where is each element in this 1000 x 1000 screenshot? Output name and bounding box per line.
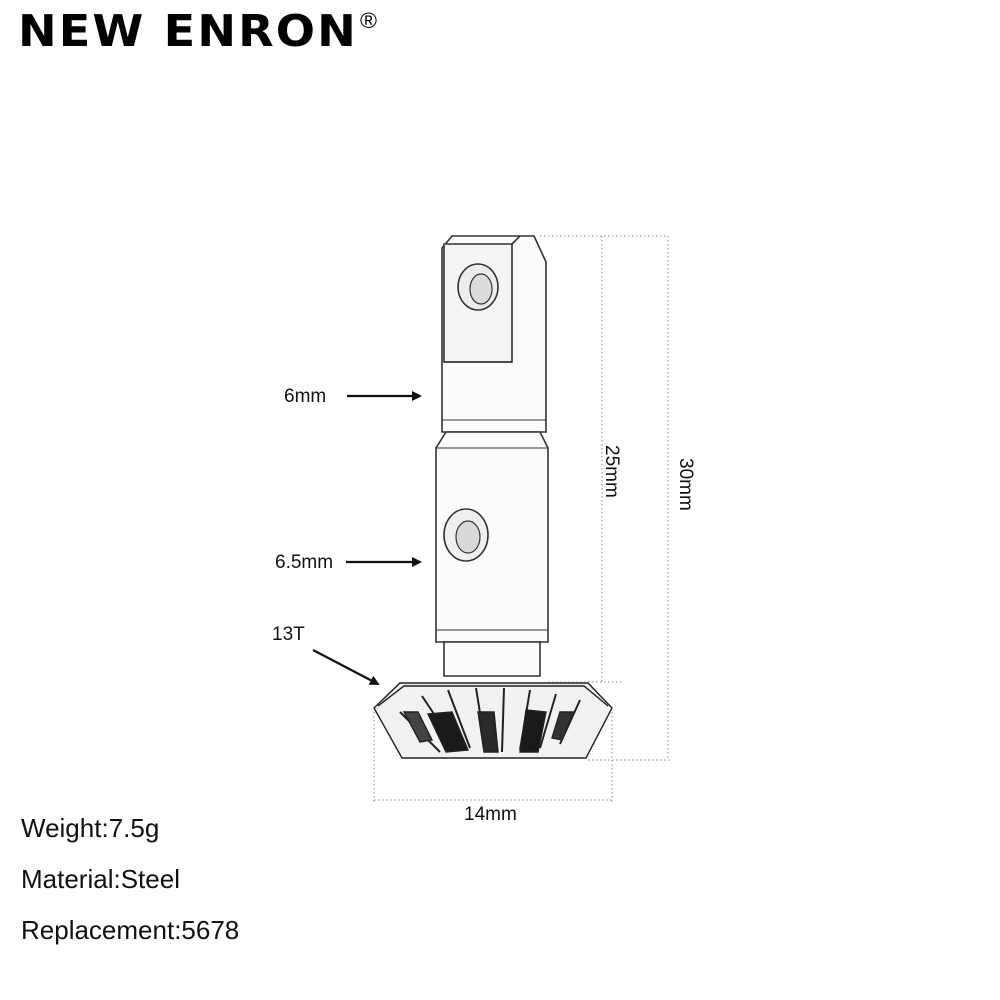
- spec-weight-label: Weight:: [21, 813, 109, 843]
- dimension-lines: [373, 235, 672, 804]
- label-6mm: 6mm: [284, 386, 326, 407]
- spec-material-value: Steel: [120, 864, 180, 894]
- spec-weight: Weight:7.5g: [21, 808, 239, 859]
- spec-replacement: Replacement:5678: [21, 910, 239, 961]
- bevel-gear: [373, 682, 613, 759]
- arrow-13t: [312, 649, 380, 685]
- label-30mm: 30mm: [675, 458, 696, 511]
- spec-weight-value: 7.5g: [108, 813, 160, 843]
- spec-replacement-value: 5678: [181, 915, 240, 945]
- spec-material-label: Material:: [21, 864, 121, 894]
- registered-mark: ®: [360, 8, 380, 33]
- spec-material: Material:Steel: [21, 859, 239, 910]
- label-13t: 13T: [272, 624, 305, 645]
- label-14mm: 14mm: [464, 804, 517, 825]
- brand-name: NEW ENRON: [18, 6, 358, 57]
- lower-shaft: [435, 431, 549, 677]
- spec-list: Weight:7.5g Material:Steel Replacement:5…: [21, 808, 239, 961]
- label-25mm: 25mm: [601, 445, 622, 498]
- label-6-5mm: 6.5mm: [275, 552, 333, 573]
- brand-logo: NEW ENRON®: [18, 6, 379, 57]
- spec-replacement-label: Replacement:: [21, 915, 182, 945]
- upper-shaft: [441, 235, 547, 433]
